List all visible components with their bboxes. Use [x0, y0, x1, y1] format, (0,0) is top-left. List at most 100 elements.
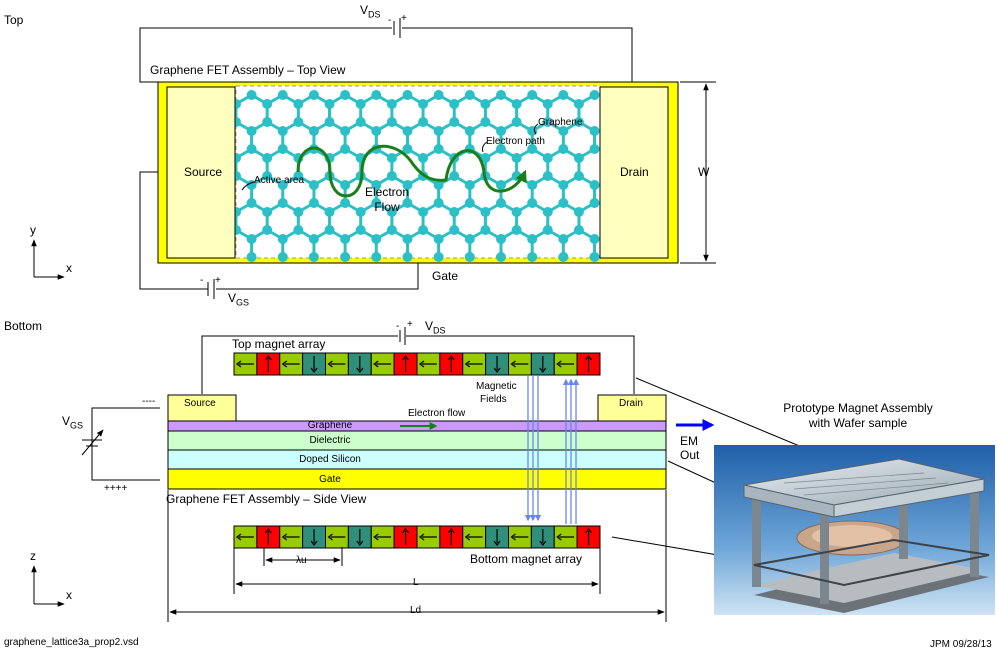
section-top-label: Top [4, 13, 24, 27]
lattice-atom [371, 126, 382, 136]
bottom-axis-x-label: x [66, 588, 72, 602]
electron-path-label: Electron path [486, 136, 545, 147]
side-vgs-wire [91, 407, 160, 481]
electron-flow-label-1: Electron [364, 185, 410, 199]
lattice-atom [246, 144, 257, 154]
gate-layer [167, 468, 667, 490]
electron-path-leader [482, 141, 488, 153]
lattice-atom [527, 252, 538, 262]
side-vds-wire-right [406, 335, 635, 394]
lattice-atom [480, 225, 491, 235]
lattice-atom [340, 198, 351, 208]
lattice-atom [558, 252, 569, 262]
lattice-atom [402, 126, 413, 136]
active-area-label: Active area [254, 175, 305, 186]
lattice-atom [464, 234, 475, 244]
lattice-atom [589, 252, 600, 262]
lattice-atom [293, 207, 304, 217]
lattice-atom [308, 252, 319, 262]
electron-path-wave [296, 144, 527, 198]
lattice-atom [262, 153, 273, 163]
lattice-atom [340, 252, 351, 262]
graphene-lattice [231, 90, 600, 262]
lattice-atom [527, 234, 538, 244]
lattice-atom [308, 198, 319, 208]
lattice-atom [480, 99, 491, 109]
lattice-atom [340, 180, 351, 190]
magnet-polarity-arrow [327, 360, 346, 368]
lattice-atom [496, 144, 507, 154]
top-vds-label: VDS [360, 3, 381, 20]
lattice-atom [246, 90, 257, 100]
lattice-atom [386, 207, 397, 217]
side-electron-flow-label: Electron flow [408, 408, 466, 419]
lattice-atom [262, 99, 273, 109]
lattice-atom [449, 99, 460, 109]
graphene-layer-label: Graphene [307, 420, 353, 431]
side-view [31, 327, 839, 622]
lattice-atom [449, 117, 460, 127]
lattice-atom [355, 117, 366, 127]
lattice-atom [277, 180, 288, 190]
lattice-atom [589, 234, 600, 244]
active-area-leader [241, 181, 255, 191]
top-view [31, 18, 716, 299]
photo-caption-1: Prototype Magnet Assembly [783, 401, 933, 415]
magnet-polarity-arrow [356, 356, 364, 373]
side-vds-wire [201, 335, 398, 394]
lattice-atom [464, 252, 475, 262]
magnet-polarity-arrow [356, 529, 364, 546]
lattice-atom [433, 126, 444, 136]
lattice-atom [402, 234, 413, 244]
magnetic-fields-label-1: Magnetic [476, 381, 517, 392]
lattice-atom [558, 144, 569, 154]
lattice-atom [480, 117, 491, 127]
magnet-polarity-arrow [539, 529, 547, 546]
footer-filename: graphene_lattice3a_prop2.vsd [4, 637, 139, 648]
lattice-atom [293, 171, 304, 181]
lattice-atom [355, 225, 366, 235]
side-vds-plus: + [407, 319, 413, 330]
top-vds-minus: - [388, 15, 392, 26]
lattice-atom [496, 126, 507, 136]
lattice-atom [246, 252, 257, 262]
lattice-atom [262, 171, 273, 181]
magnet-polarity-arrow [464, 360, 483, 368]
lattice-atom [386, 117, 397, 127]
lattice-atom [418, 153, 429, 163]
lattice-atom [496, 198, 507, 208]
lattice-atom [527, 144, 538, 154]
lattice-atom [277, 252, 288, 262]
lattice-atom [527, 90, 538, 100]
lattice-atom [371, 252, 382, 262]
lattice-atom [277, 90, 288, 100]
lattice-atom [573, 153, 584, 163]
magnetic-field-lines [524, 376, 580, 524]
lattice-atom [496, 90, 507, 100]
magnet-polarity-arrow [539, 356, 547, 373]
lattice-atom [542, 171, 553, 181]
magnet-polarity-arrow [373, 533, 392, 541]
top-vgs-minus: - [200, 275, 204, 286]
lattice-atom [589, 90, 600, 100]
magnet-polarity-arrow [556, 533, 575, 541]
lattice-atom [433, 252, 444, 262]
lattice-atom [277, 234, 288, 244]
lattice-atom [433, 144, 444, 154]
magnet-polarity-arrow [264, 528, 272, 545]
magnet-polarity-arrow [510, 533, 529, 541]
magnet-polarity-arrow [419, 533, 437, 541]
top-magnet-array-label: Top magnet array [232, 337, 326, 351]
lattice-atom [371, 198, 382, 208]
lattice-atom [496, 180, 507, 190]
lattice-atom [277, 126, 288, 136]
lattice-atom [558, 234, 569, 244]
lattice-atom [480, 207, 491, 217]
magnet-polarity-arrow [464, 533, 483, 541]
top-axis-y-label: y [30, 223, 36, 237]
lattice-atom [542, 207, 553, 217]
lattice-atom [262, 117, 273, 127]
top-vgs-label: VGS [228, 291, 250, 308]
lattice-atom [558, 90, 569, 100]
